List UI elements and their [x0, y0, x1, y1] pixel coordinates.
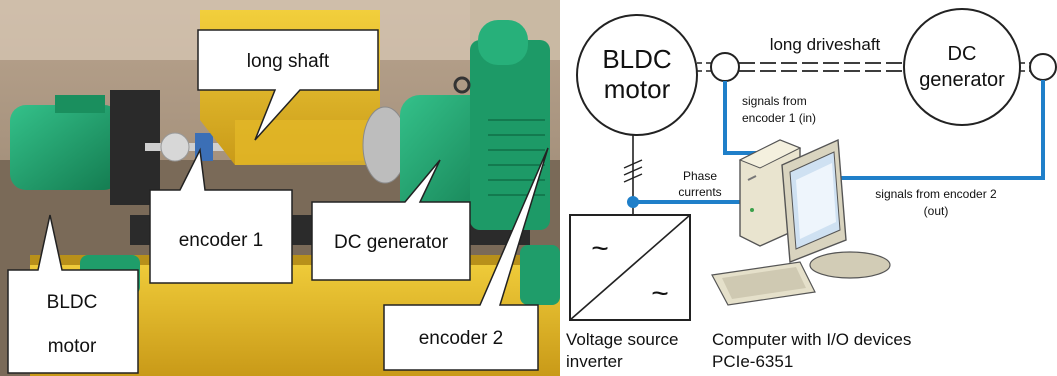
inverter-label-line2: inverter: [566, 352, 623, 371]
signals-enc1-line2: encoder 1 (in): [742, 111, 816, 125]
callout-bldc-line1: BLDC: [47, 292, 98, 313]
encoder-1-symbol: [710, 52, 740, 82]
test-bench-photo: long shaft encoder 1 DC generator BLDC m…: [0, 0, 560, 376]
inverter-symbol: ~ ~: [569, 214, 691, 321]
yellow-table-edge: [30, 255, 560, 265]
callout-dc-generator-text: DC generator: [334, 232, 449, 253]
encoder-2-signal-wire: [840, 80, 1045, 180]
bldc-label-line2: motor: [604, 74, 671, 104]
callout-encoder-1: encoder 1: [149, 147, 293, 284]
dc-generator-label-line2: generator: [919, 69, 1005, 91]
callout-long-shaft-text: long shaft: [247, 51, 330, 72]
computer-icon: [711, 138, 891, 306]
shaft-motor-encoder: [697, 62, 711, 72]
phase-currents-line2: currents: [678, 185, 721, 199]
computer-label-line1: Computer with I/O devices: [712, 330, 911, 349]
callout-dc-generator: DC generator: [311, 159, 471, 281]
bldc-label-line1: BLDC: [602, 44, 671, 74]
signals-enc2-line2: (out): [924, 204, 949, 218]
bottom-right-fixture: [520, 245, 560, 305]
signals-enc2-line1: signals from encoder 2: [875, 187, 997, 201]
callout-bldc-motor: BLDC motor: [7, 214, 139, 374]
three-phase-marks: [623, 159, 643, 183]
dc-generator-symbol: DC generator: [903, 8, 1021, 126]
signal-wires: [633, 80, 1045, 204]
callout-long-shaft: long shaft: [197, 29, 379, 141]
shaft-generator-encoder: [1020, 62, 1030, 72]
callout-encoder-1-text: encoder 1: [179, 230, 264, 251]
long-driveshaft-symbol: [739, 62, 902, 72]
inverter-tilde-bottom: ~: [651, 277, 669, 310]
lifting-eye: [453, 76, 471, 94]
shaft-guard-lower: [235, 120, 385, 165]
dc-generator-label-line1: DC: [948, 43, 977, 65]
computer-label-line2: PCIe-6351: [712, 352, 793, 371]
bldc-motor-body: [10, 105, 120, 190]
current-sensor-dot: [627, 196, 639, 208]
callout-encoder-2: encoder 2: [383, 147, 549, 371]
long-driveshaft-label: long driveshaft: [770, 35, 881, 54]
bldc-terminal-box: [55, 95, 105, 113]
signals-enc1-line1: signals from: [742, 94, 807, 108]
phase-currents-line1: Phase: [683, 169, 717, 183]
coupling-1: [160, 132, 190, 162]
encoder-2-symbol: [1029, 53, 1057, 81]
generator-fins: [488, 119, 545, 196]
bldc-motor-symbol: BLDC motor: [576, 14, 698, 136]
dc-generator-fan: [478, 20, 528, 65]
callout-bldc-line2: motor: [48, 336, 97, 357]
inverter-label-line1: Voltage source: [566, 330, 678, 349]
callout-encoder-2-text: encoder 2: [419, 328, 504, 349]
encoder-1-signal-wire: [723, 81, 760, 155]
inverter-tilde-top: ~: [591, 232, 609, 265]
